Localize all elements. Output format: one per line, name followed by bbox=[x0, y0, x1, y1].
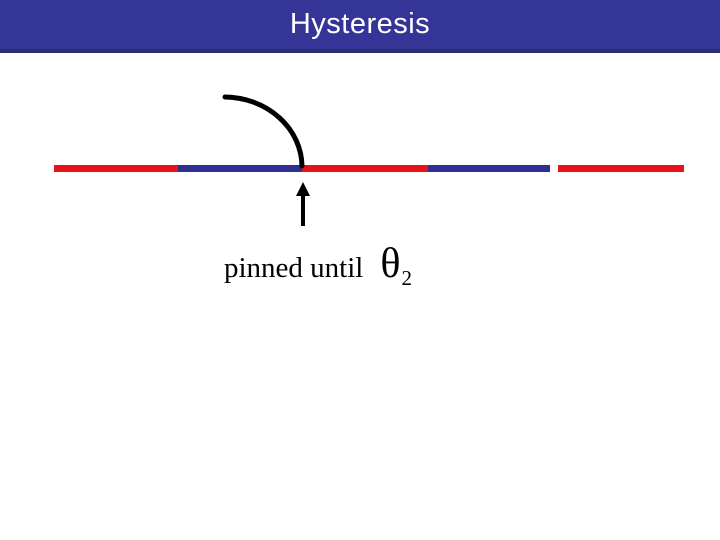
theta-subscript: 2 bbox=[401, 266, 412, 290]
line-segment-red bbox=[302, 165, 428, 172]
line-segment-red bbox=[54, 165, 178, 172]
slide-title-bar: Hysteresis bbox=[0, 0, 720, 53]
caption-text: pinned until bbox=[224, 252, 364, 284]
line-segment-blue bbox=[178, 165, 302, 172]
pinning-arrow-head bbox=[296, 182, 310, 196]
domain-segment-line bbox=[0, 165, 720, 172]
slide-title: Hysteresis bbox=[289, 8, 431, 40]
sweep-arc bbox=[222, 94, 305, 169]
line-segment-red bbox=[558, 165, 684, 172]
line-segment-blue bbox=[428, 165, 550, 172]
theta-symbol: θ bbox=[380, 241, 401, 287]
caption: pinned until θ 2 bbox=[224, 241, 412, 290]
